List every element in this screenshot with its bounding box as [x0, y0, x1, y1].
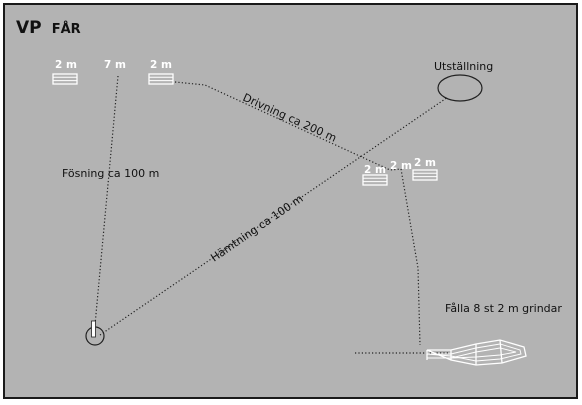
gate-icon — [148, 73, 174, 85]
label-falla: Fålla 8 st 2 m grindar — [445, 302, 562, 315]
diagram-title: VP FÅR — [16, 18, 81, 38]
title-main: VP — [16, 18, 42, 38]
path-fosning — [94, 75, 119, 326]
title-suffix: FÅR — [52, 21, 81, 37]
start-marker-icon — [85, 320, 105, 346]
label-utstallning: Utställning — [434, 60, 493, 73]
label-fosning: Fösning ca 100 m — [62, 167, 159, 180]
gate-icon — [52, 73, 78, 85]
measure-start-distance: 7 m — [104, 59, 126, 71]
path-hamtning — [99, 96, 449, 336]
measure-right-gate-1: 2 m — [364, 164, 386, 176]
utstallning-area — [437, 74, 483, 102]
diagram-background — [3, 3, 578, 399]
gate-icon — [412, 169, 438, 181]
measure-right-gate-3: 2 m — [414, 157, 436, 169]
path-drivning — [174, 81, 421, 346]
measure-right-gate-2: 2 m — [390, 160, 412, 172]
gate-icon — [362, 174, 388, 186]
falla-pen-icon — [426, 339, 527, 366]
measure-top-mid-gate: 2 m — [150, 59, 172, 71]
measure-top-left-gate: 2 m — [55, 59, 77, 71]
